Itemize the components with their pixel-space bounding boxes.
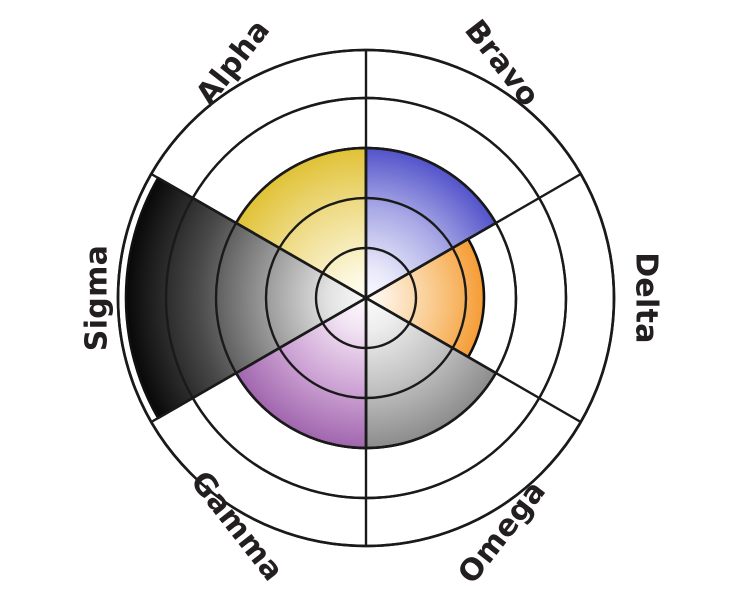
spoke-30 xyxy=(365,172,582,300)
spoke-330 xyxy=(365,296,582,424)
axis-label-gamma: Gamma xyxy=(183,465,290,588)
sector-delta[interactable] xyxy=(364,237,486,359)
spoke-150 xyxy=(150,172,367,300)
axis-label-sigma: Sigma xyxy=(80,245,115,351)
axis-label-omega: Omega xyxy=(451,474,553,590)
spoke-210 xyxy=(150,296,367,424)
axis-label-bravo: Bravo xyxy=(457,13,546,113)
axis-label-delta: Delta xyxy=(629,252,664,344)
angular-spokes xyxy=(150,50,582,546)
sector-sigma[interactable] xyxy=(124,176,368,420)
axis-label-alpha: Alpha xyxy=(189,13,277,112)
sector-wedges xyxy=(124,146,498,450)
